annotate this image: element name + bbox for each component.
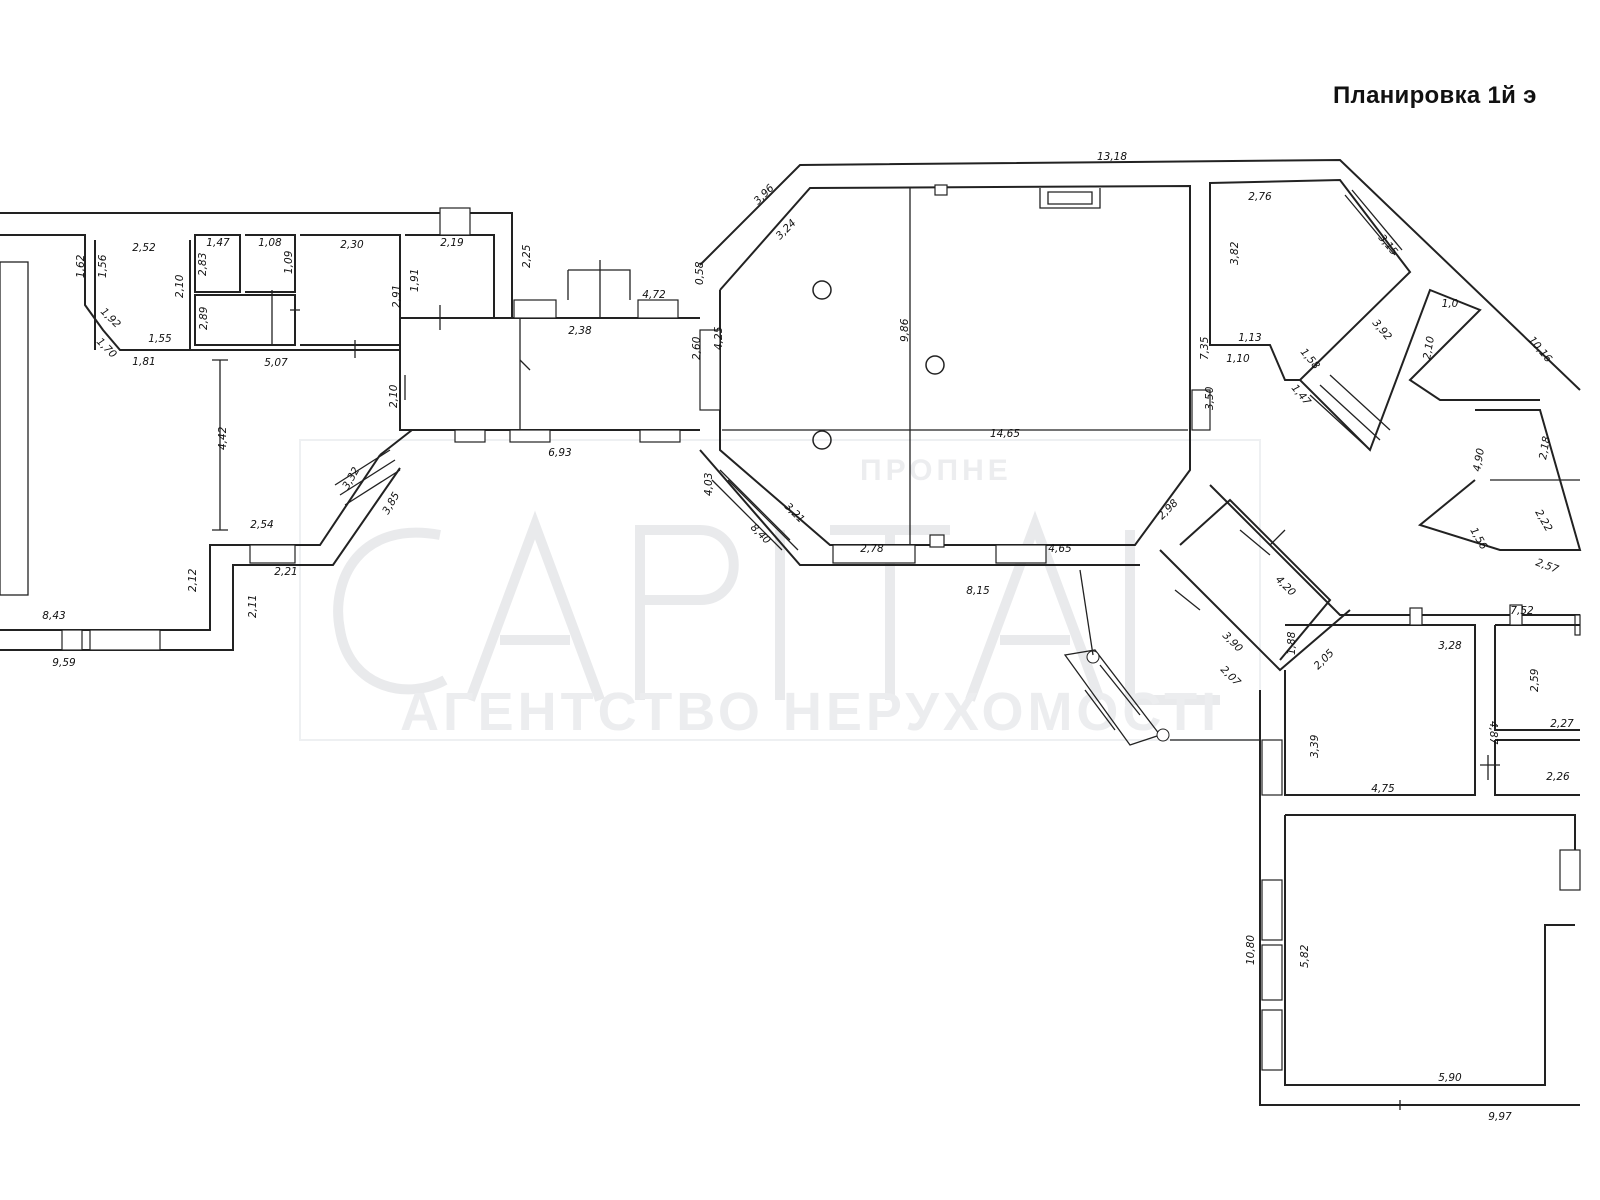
dimension-label: 1,62 [75, 254, 87, 278]
dimension-label: 9,97 [1488, 1111, 1512, 1123]
dimension-label: 2,38 [568, 325, 592, 337]
dimension-label: 3,24 [774, 217, 799, 242]
dimension-label: 1,0 [1442, 298, 1459, 310]
dimension-label: 1,10 [1226, 353, 1250, 365]
dimension-label: 2,18 [1537, 435, 1553, 460]
dimension-label: 3,28 [1438, 640, 1462, 652]
dimension-label: 8,43 [42, 610, 65, 622]
dimension-label: 3,50 [1204, 386, 1216, 410]
dimension-label: 10,80 [1245, 935, 1257, 965]
dimension-label: 2,22 [1532, 508, 1554, 535]
watermark-tagline: АГЕНТСТВО НЕРУХОМОСТІ [400, 682, 1220, 742]
dimension-label: 2,26 [1546, 771, 1570, 783]
dimension-label: 1,56 [97, 254, 109, 278]
dimension-label: 1,56 [1467, 526, 1489, 553]
dimension-label: 6,93 [548, 447, 571, 459]
dimension-label: 2,54 [250, 519, 273, 531]
dimension-label: 2,12 [187, 568, 199, 592]
dimension-label: 5,82 [1299, 944, 1311, 968]
dimension-label: 2,83 [197, 253, 209, 276]
dimension-label: 1,88 [1286, 631, 1298, 655]
dimension-label: 2,76 [1248, 191, 1272, 203]
dimension-label: 1,13 [1238, 332, 1261, 344]
left-wing [0, 207, 700, 651]
dimension-label: 4,20 [1273, 574, 1298, 599]
dimension-label: 2,78 [860, 543, 884, 555]
dimension-label: 2,91 [391, 285, 403, 308]
dimension-label: 0,58 [694, 261, 706, 285]
dimension-label: 2,98 [1156, 497, 1181, 522]
dimension-label: 3,82 [1229, 241, 1241, 265]
dimension-label: 1,91 [409, 269, 421, 292]
dimension-label: 7,35 [1199, 336, 1211, 360]
dimension-label: 3,85 [380, 490, 402, 517]
dimension-label: 10,16 [1526, 334, 1555, 365]
dimension-label: 4,25 [713, 326, 725, 350]
dimension-label: 2,30 [340, 239, 364, 251]
dimension-label: 2,57 [1534, 557, 1560, 576]
dimension-label: 5,07 [264, 357, 288, 369]
dimension-label: 14,65 [990, 428, 1020, 440]
dimension-label: 2,21 [274, 566, 297, 578]
dimension-label: 1,09 [283, 250, 295, 274]
dimension-label: 2,10 [174, 274, 186, 298]
dimension-label: 2,11 [247, 595, 259, 618]
dimension-label: 1,47 [206, 237, 230, 249]
dimension-label: 2,52 [132, 242, 156, 254]
dimension-label: 1,55 [148, 333, 172, 345]
dimension-label: 2,10 [388, 384, 400, 408]
dimension-label: 2,19 [440, 237, 464, 249]
dimension-label: 8,15 [966, 585, 990, 597]
dimension-label: 4,72 [642, 289, 666, 301]
dimension-label: 2,60 [691, 336, 703, 360]
dimension-label: 4,87 [1487, 721, 1499, 745]
dimension-label: 2,25 [521, 244, 533, 268]
dimension-label: 1,58 [1298, 346, 1322, 372]
dimension-label: 4,03 [703, 473, 715, 496]
dimension-label: 3,96 [752, 182, 777, 207]
dimension-label: 2,05 [1312, 647, 1337, 672]
dimension-label: 13,18 [1097, 151, 1127, 163]
dimension-label: 2,59 [1529, 668, 1541, 692]
dimension-label: 4,75 [1371, 783, 1395, 795]
dimension-label: 3,92 [1370, 317, 1394, 343]
dimension-label: 3,90 [1220, 630, 1245, 655]
dimension-label: 2,27 [1550, 718, 1574, 730]
dimension-label: 8,40 [748, 522, 773, 547]
dimension-label: 1,08 [258, 237, 282, 249]
dimension-label: 9,59 [52, 657, 76, 669]
dimension-label: 1,70 [94, 336, 119, 361]
central-hall [699, 158, 1581, 566]
watermark: ПРОПНЕ АГЕНТСТВО НЕРУХОМОСТІ [299, 439, 1261, 742]
dimension-labels: 13,18 3,96 3,24 9,86 14,65 7,35 3,50 4,2… [42, 151, 1574, 1123]
dimension-label: 2,89 [198, 306, 210, 330]
dimension-label: 2,10 [1421, 335, 1437, 360]
dimension-label: 5,90 [1438, 1072, 1462, 1084]
dimension-label: 1,47 [1289, 382, 1313, 408]
right-wing [1063, 178, 1582, 1110]
dimension-label: 7,52 [1510, 605, 1534, 617]
dimension-label: 1,81 [132, 356, 155, 368]
dimension-label: 4,42 [217, 426, 229, 450]
svg-text:ПРОПНЕ: ПРОПНЕ [860, 454, 1012, 487]
dimension-label: 9,86 [899, 318, 911, 342]
dimension-label: 4,90 [1471, 447, 1487, 472]
dimension-label: 3,39 [1309, 734, 1321, 758]
plan-title: Планировка 1й э [1333, 82, 1537, 109]
dimension-label: 2,07 [1218, 664, 1243, 689]
dimension-label: 4,65 [1048, 543, 1072, 555]
